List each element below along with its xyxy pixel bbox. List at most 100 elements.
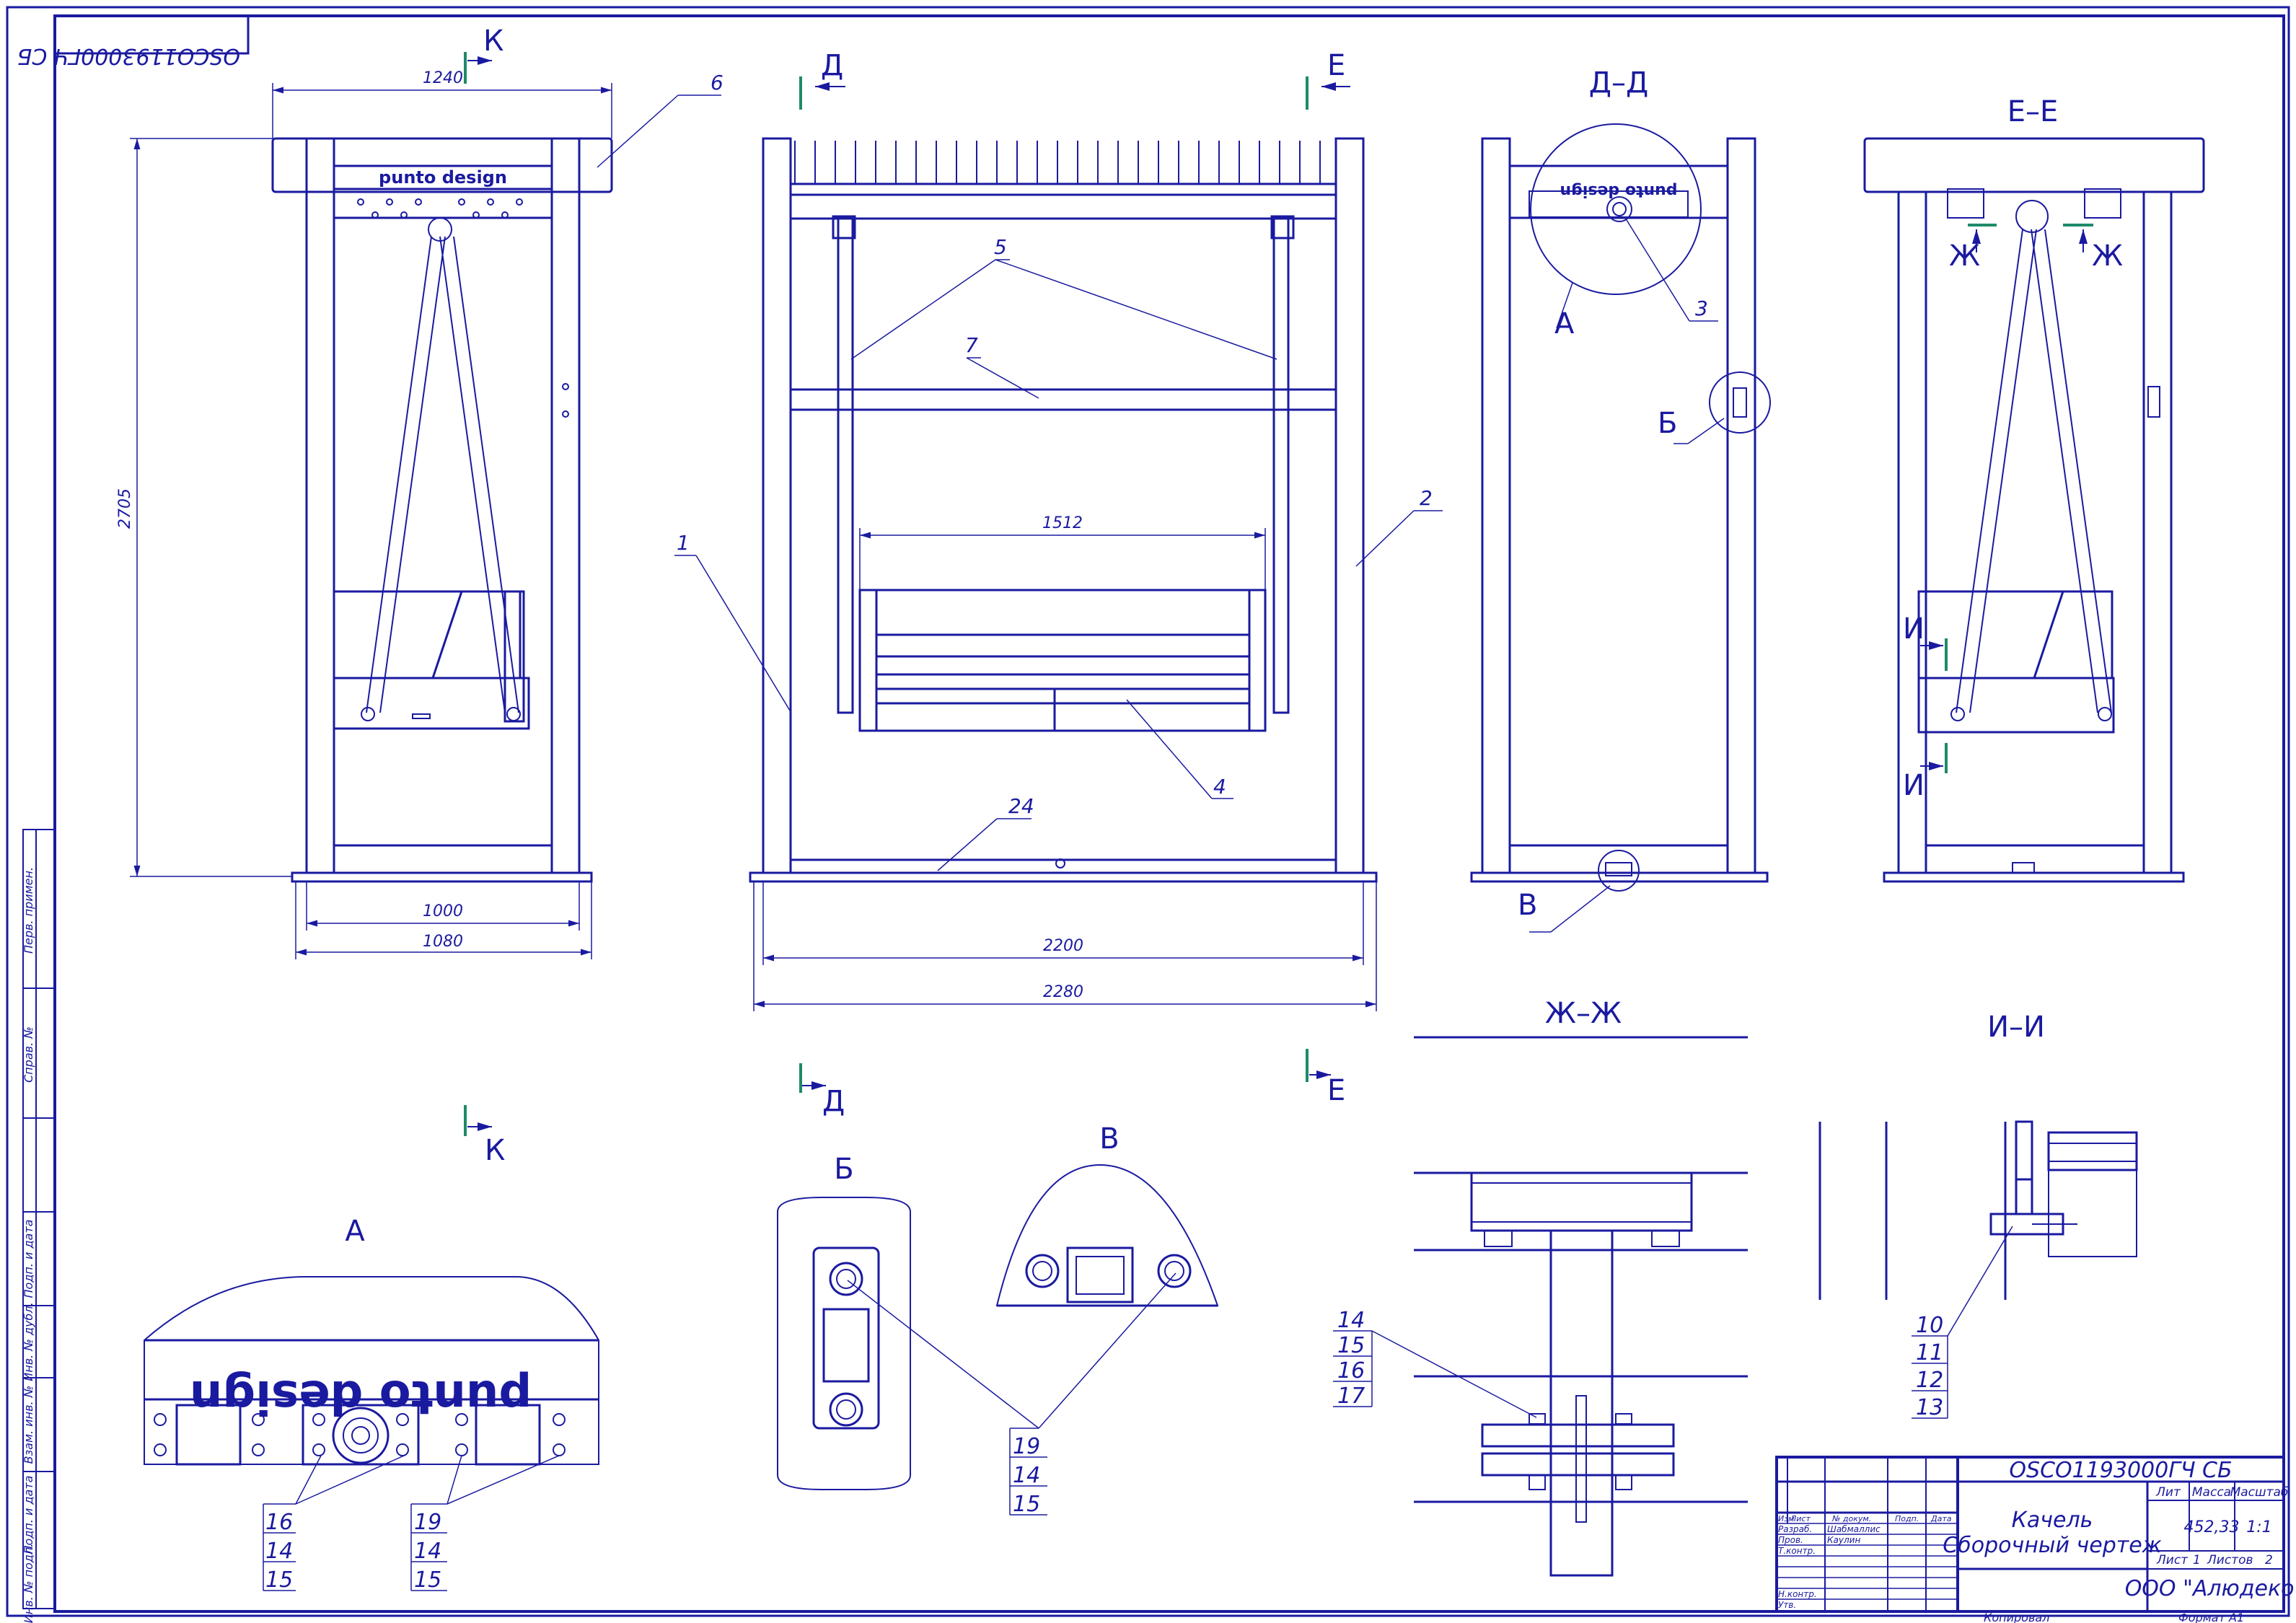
tb-header-0: Изм — [1778, 1514, 1794, 1523]
tb-header-1: Лист — [1790, 1514, 1811, 1523]
leaders-ii — [1912, 1226, 2013, 1419]
callout-i-3: 12 — [1916, 1368, 1943, 1393]
side-stamp-2: Справ. № — [22, 1026, 35, 1083]
tb-header-3: Подп. — [1895, 1514, 1919, 1523]
tb-copied: Копировал — [1984, 1611, 2049, 1623]
tb-scale-label: Масштаб — [2230, 1485, 2289, 1500]
tb-row-name-0: Шабмаллис — [1827, 1524, 1881, 1534]
dim-span-2280: 2280 — [1043, 983, 1083, 1001]
dim-span-2200: 2200 — [1043, 937, 1083, 955]
dim-inner-1000: 1000 — [423, 902, 463, 920]
view-section-zhzh — [1414, 1036, 1748, 1577]
callout-a-left-2: 14 — [265, 1539, 293, 1564]
tb-lit-label: Лит — [2155, 1485, 2181, 1500]
dim-top-width: 1240 — [423, 69, 463, 87]
label-v-dd: В — [1518, 889, 1537, 922]
title-detail-v: В — [1099, 1122, 1119, 1156]
pos-1: 1 — [677, 531, 690, 555]
callout-i-1: 10 — [1916, 1313, 1943, 1338]
tb-row-role-2: Т.контр. — [1778, 1546, 1816, 1556]
tb-sheets-label: Листов — [2207, 1553, 2253, 1567]
tb-row-role-4: Утв. — [1778, 1600, 1796, 1610]
tb-row-name-1: Каулин — [1827, 1535, 1860, 1545]
view-section-ee — [1863, 137, 2205, 883]
tb-scale: 1:1 — [2246, 1518, 2271, 1536]
title-section-ee: Е–Е — [2007, 95, 2059, 128]
label-k-top: К — [483, 25, 503, 58]
leaders-zhzh — [1333, 1330, 1537, 1418]
cut-markers-d-e — [799, 76, 1308, 1093]
tb-row-role-1: Пров. — [1778, 1535, 1803, 1545]
brand-text-left: punto design — [379, 167, 507, 188]
cut-markers-zh-i — [1945, 224, 2093, 773]
side-stamp-5: Взам. инв. № — [22, 1386, 35, 1464]
callout-bv-1: 19 — [1013, 1434, 1040, 1459]
pos-2: 2 — [1420, 486, 1433, 510]
dim-outer-1080: 1080 — [423, 933, 463, 951]
callout-a-right-2: 14 — [414, 1539, 441, 1564]
view-section-dd — [1470, 123, 1771, 892]
label-zh-right: Ж — [2092, 239, 2123, 273]
pos-3: 3 — [1695, 296, 1708, 320]
sheet-frame — [6, 6, 2290, 1617]
pos-5: 5 — [994, 235, 1007, 259]
view-side-left — [271, 137, 613, 883]
leaders-bv — [847, 1272, 1176, 1516]
tb-designation: OSCO1193000ГЧ СБ — [2009, 1458, 2232, 1483]
tb-mass-label: Масса — [2192, 1485, 2231, 1500]
tb-sheet-no: 1 — [2193, 1553, 2201, 1567]
tb-header-2: № докум. — [1831, 1514, 1871, 1523]
title-block — [1515, 1456, 2285, 1613]
title-detail-a: А — [345, 1215, 365, 1248]
tb-mass: 452,33 — [2184, 1518, 2240, 1536]
callout-i-4: 13 — [1916, 1395, 1943, 1420]
dims-center-view — [674, 259, 1443, 1011]
tb-header-4: Дата — [1930, 1514, 1952, 1523]
callout-i-2: 11 — [1916, 1340, 1943, 1365]
label-a-dd: А — [1554, 307, 1575, 340]
callout-bv-2: 14 — [1013, 1463, 1040, 1488]
callout-zh-4: 17 — [1337, 1384, 1365, 1409]
title-section-dd: Д–Д — [1589, 66, 1649, 100]
pos-4: 4 — [1213, 775, 1226, 799]
side-stamp-1: Перв. примен. — [22, 867, 35, 954]
pos-6: 6 — [711, 71, 723, 94]
pos-24: 24 — [1008, 794, 1034, 818]
designation-mirrored: OSCO1193000ГЧ СБ — [17, 43, 240, 69]
view-front-center — [749, 137, 1378, 883]
callout-zh-1: 14 — [1337, 1308, 1365, 1333]
callout-a-right-3: 15 — [414, 1567, 441, 1593]
tb-row-role-0: Разраб. — [1778, 1524, 1812, 1534]
side-stamp-7: Инв. № подл. — [22, 1544, 35, 1623]
pos-7: 7 — [965, 333, 978, 357]
label-i-top: И — [1903, 612, 1925, 646]
brand-text-dd: punto design — [1560, 182, 1677, 200]
designation-stamp-mirrored — [53, 14, 250, 55]
tb-title-line2: Сборочный чертеж — [1943, 1533, 2161, 1558]
dims-left-view — [130, 83, 721, 959]
label-e-bottom: Е — [1327, 1074, 1345, 1107]
label-b-dd: Б — [1658, 407, 1677, 440]
label-d-top: Д — [821, 49, 843, 82]
title-detail-b: Б — [834, 1153, 853, 1186]
tb-format: Формат А1 — [2178, 1611, 2244, 1623]
label-e-top: Е — [1327, 49, 1345, 82]
callout-zh-3: 16 — [1337, 1358, 1365, 1384]
side-stamp-4: Инв. № дубл. — [22, 1302, 35, 1381]
tb-sheets-total: 2 — [2265, 1553, 2273, 1567]
tb-company: ООО "Алюдеко" — [2125, 1576, 2296, 1601]
label-i-bottom: И — [1903, 769, 1925, 802]
dim-height: 2705 — [116, 488, 134, 529]
detail-b — [777, 1197, 911, 1490]
callout-a-right-1: 19 — [414, 1510, 441, 1535]
side-stamp-3: Подп. и дата — [22, 1220, 35, 1298]
title-section-zhzh: Ж–Ж — [1545, 997, 1622, 1030]
callout-a-left-1: 16 — [265, 1510, 293, 1535]
callout-a-left-3: 15 — [265, 1567, 293, 1593]
brand-text-detail-a: punto design — [190, 1370, 532, 1423]
side-stamp-column — [22, 829, 56, 1609]
label-zh-left: Ж — [1949, 239, 1980, 273]
tb-row-role-3: Н.контр. — [1778, 1589, 1817, 1599]
label-d-bottom: Д — [822, 1085, 845, 1118]
